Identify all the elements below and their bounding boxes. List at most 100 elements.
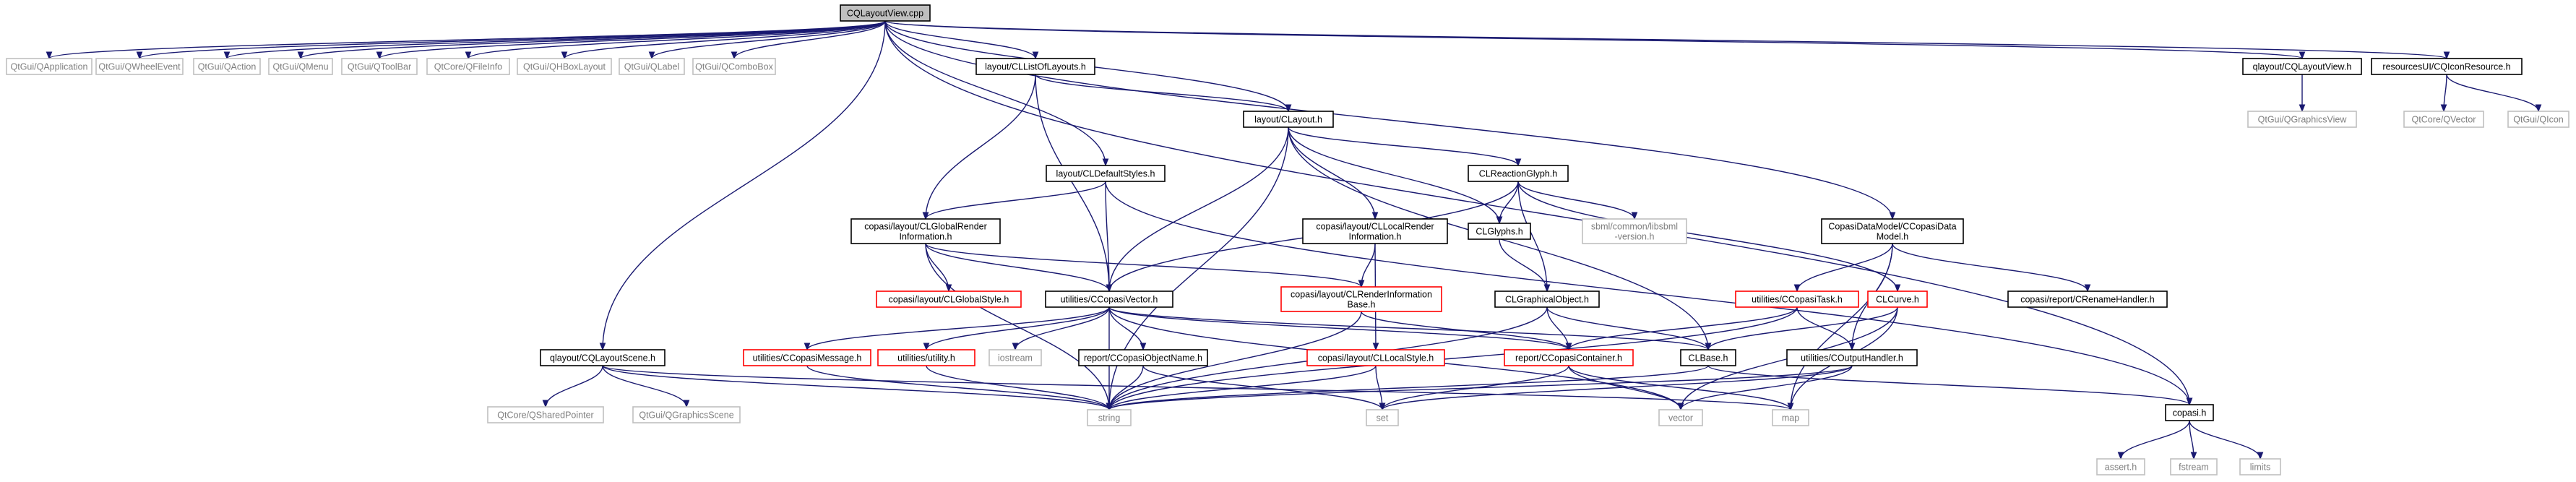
file-node-ccopasimessage[interactable]: utilities/CCopasiMessage.h bbox=[743, 349, 871, 366]
node-box bbox=[619, 58, 685, 75]
file-node-qsharedpointer[interactable]: QtCore/QSharedPointer bbox=[487, 406, 604, 423]
file-node-libsbmlversion[interactable]: sbml/common/libsbml-version.h bbox=[1582, 218, 1687, 244]
node-box bbox=[1680, 349, 1736, 366]
file-node-qgraphicsview[interactable]: QtGui/QGraphicsView bbox=[2247, 111, 2357, 128]
file-node-vector[interactable]: vector bbox=[1658, 409, 1703, 426]
file-node-fstream[interactable]: fstream bbox=[2170, 458, 2218, 475]
edge-line bbox=[1035, 74, 1110, 292]
node-box bbox=[1582, 218, 1687, 244]
file-node-qtoolbar[interactable]: QtGui/QToolBar bbox=[341, 58, 418, 75]
node-box bbox=[1468, 223, 1531, 240]
file-node-cqiconresource[interactable]: resourcesUI/CQIconResource.h bbox=[2371, 58, 2523, 75]
file-node-qlabel[interactable]: QtGui/QLabel bbox=[619, 58, 685, 75]
arrowhead bbox=[648, 51, 655, 60]
arrowhead bbox=[1793, 284, 1801, 293]
arrowhead bbox=[1565, 343, 1572, 351]
node-label: QtGui/QIcon bbox=[2513, 115, 2564, 125]
arrowhead bbox=[46, 51, 53, 60]
file-node-ccopasiobjectname[interactable]: report/CCopasiObjectName.h bbox=[1078, 349, 1208, 366]
file-node-clcurve[interactable]: CLCurve.h bbox=[1867, 291, 1928, 308]
file-node-qfileinfo[interactable]: QtCore/QFileInfo bbox=[426, 58, 510, 75]
file-node-cqlayoutviewh[interactable]: qlayout/CQLayoutView.h bbox=[2242, 58, 2362, 75]
dependency-edge bbox=[884, 20, 2450, 60]
file-node-qcombobox[interactable]: QtGui/QComboBox bbox=[692, 58, 776, 75]
dependency-edge bbox=[925, 243, 1365, 288]
file-node-utility[interactable]: utilities/utility.h bbox=[877, 349, 975, 366]
node-box bbox=[95, 58, 184, 75]
file-node-qmenu[interactable]: QtGui/QMenu bbox=[268, 58, 333, 75]
arrowhead bbox=[136, 51, 143, 60]
node-label: layout/CLListOfLayouts.h bbox=[985, 62, 1086, 72]
file-node-ccopasitask[interactable]: utilities/CCopasiTask.h bbox=[1735, 291, 1859, 308]
file-node-clreactionglyph[interactable]: CLReactionGlyph.h bbox=[1468, 165, 1569, 182]
file-node-cldefaultstyles[interactable]: layout/CLDefaultStyles.h bbox=[1046, 165, 1166, 182]
file-node-clistoflayouts[interactable]: layout/CLListOfLayouts.h bbox=[975, 58, 1095, 75]
dependency-edge bbox=[1379, 365, 1853, 411]
arrowhead bbox=[1106, 403, 1113, 411]
file-node-copasih[interactable]: copasi.h bbox=[2165, 404, 2214, 421]
file-node-root[interactable]: CQLayoutView.cpp bbox=[840, 4, 931, 22]
dependency-edge bbox=[1707, 365, 2193, 406]
file-node-clgraphicalobject[interactable]: CLGraphicalObject.h bbox=[1494, 291, 1600, 308]
arrowhead bbox=[1496, 216, 1503, 225]
node-box bbox=[840, 4, 931, 22]
arrowhead bbox=[1894, 284, 1901, 293]
dependency-edge bbox=[602, 365, 1113, 411]
node-box bbox=[2165, 404, 2214, 421]
node-box bbox=[1087, 409, 1132, 426]
arrowhead bbox=[1889, 212, 1896, 220]
node-box bbox=[1772, 409, 1809, 426]
dependency-edge bbox=[599, 20, 886, 351]
file-node-qicon[interactable]: QtGui/QIcon bbox=[2507, 111, 2569, 128]
edge-line bbox=[1796, 243, 1893, 292]
file-node-cllocalstyle[interactable]: copasi/layout/CLLocalStyle.h bbox=[1306, 349, 1445, 366]
dependency-edge bbox=[731, 20, 886, 60]
file-node-qvector[interactable]: QtCore/QVector bbox=[2403, 111, 2484, 128]
file-node-qhboxlayout[interactable]: QtGui/QHBoxLayout bbox=[517, 58, 612, 75]
node-box bbox=[2403, 111, 2484, 128]
file-node-limits[interactable]: limits bbox=[2239, 458, 2281, 475]
file-node-assert[interactable]: assert.h bbox=[2096, 458, 2145, 475]
edge-line bbox=[925, 243, 1362, 288]
file-node-ccopasicontainer[interactable]: report/CCopasiContainer.h bbox=[1504, 349, 1634, 366]
edge-line bbox=[884, 20, 2303, 59]
arrowhead bbox=[1848, 343, 1856, 351]
file-node-qapplication[interactable]: QtGui/QApplication bbox=[6, 58, 92, 75]
arrowhead bbox=[542, 400, 549, 408]
file-node-string[interactable]: string bbox=[1087, 409, 1132, 426]
node-label: iostream bbox=[998, 353, 1033, 363]
file-node-cllayout[interactable]: layout/CLayout.h bbox=[1243, 111, 1334, 128]
file-node-qwheelevent[interactable]: QtGui/QWheelEvent bbox=[95, 58, 184, 75]
file-node-clglobalstyle[interactable]: copasi/layout/CLGlobalStyle.h bbox=[876, 291, 1022, 308]
file-node-ccopasivector[interactable]: utilities/CCopasiVector.h bbox=[1045, 291, 1173, 308]
arrowhead bbox=[1358, 280, 1365, 288]
file-node-clbase[interactable]: CLBase.h bbox=[1680, 349, 1736, 366]
edge-line bbox=[2189, 420, 2261, 460]
edge-line bbox=[1105, 181, 2190, 405]
node-box bbox=[1366, 409, 1399, 426]
dependency-edge bbox=[1105, 181, 1113, 293]
dependency-edge bbox=[925, 243, 1113, 293]
node-box bbox=[2247, 111, 2357, 128]
file-node-map[interactable]: map bbox=[1772, 409, 1809, 426]
file-node-iostream[interactable]: iostream bbox=[988, 349, 1042, 366]
node-label: layout/CLDefaultStyles.h bbox=[1056, 169, 1155, 179]
arrowhead bbox=[2443, 51, 2450, 60]
file-node-clglyphs[interactable]: CLGlyphs.h bbox=[1468, 223, 1531, 240]
node-box bbox=[1280, 286, 1442, 312]
node-label: map bbox=[1782, 413, 1799, 423]
file-node-set[interactable]: set bbox=[1366, 409, 1399, 426]
edge-line bbox=[806, 365, 1110, 410]
file-node-qgraphicsscene[interactable]: QtGui/QGraphicsScene bbox=[632, 406, 741, 423]
file-node-qaction[interactable]: QtGui/QAction bbox=[193, 58, 261, 75]
edge-line bbox=[1142, 365, 1383, 410]
file-node-cqlayoutscene[interactable]: qlayout/CQLayoutScene.h bbox=[540, 349, 665, 366]
arrowhead bbox=[2190, 452, 2197, 460]
node-box bbox=[1821, 218, 1964, 244]
file-node-crenamehandler[interactable]: copasi/report/CRenameHandler.h bbox=[2007, 291, 2168, 308]
file-node-coutputhandler[interactable]: utilities/COutputHandler.h bbox=[1786, 349, 1918, 366]
file-node-clglobalrender[interactable]: copasi/layout/CLGlobalRenderInformation.… bbox=[850, 218, 1001, 244]
